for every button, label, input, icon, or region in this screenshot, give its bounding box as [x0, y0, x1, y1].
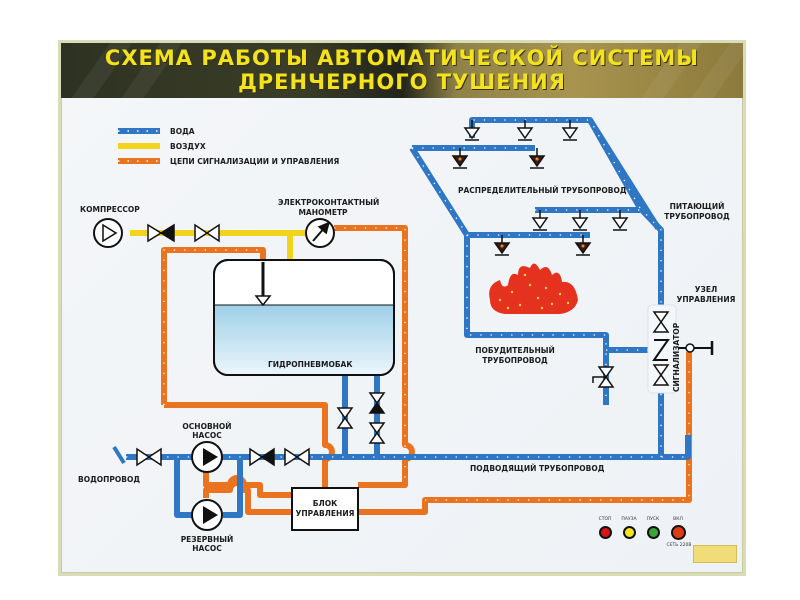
- feed-pipe-label-2: ТРУБОПРОВОД: [664, 212, 730, 221]
- signal-line-left: [164, 402, 335, 496]
- sprinklers-open: [463, 120, 629, 231]
- deluge-valve-icon[interactable]: [652, 339, 670, 361]
- sprinkler-closed-icon: [493, 235, 511, 256]
- sprinklers-closed: [451, 148, 592, 256]
- main-pump-icon[interactable]: [191, 441, 223, 473]
- tank-valve-1-icon[interactable]: [336, 407, 354, 429]
- pump-outlet-valve-icon[interactable]: [284, 447, 310, 467]
- control-block-label-2: УПРАВЛЕНИЯ: [295, 509, 355, 518]
- title-line-1: СХЕМА РАБОТЫ АВТОМАТИЧЕСКОЙ СИСТЕМЫ: [104, 46, 700, 70]
- level-sensor-float-icon: [254, 295, 272, 307]
- reserve-pump-label-2: НАСОС: [192, 544, 222, 553]
- reserve-pump-outlet: [223, 457, 243, 518]
- indicator-stop[interactable]: [599, 526, 612, 539]
- mains-label: СЕТЬ 220В: [666, 543, 692, 548]
- control-unit-label-1: УЗЕЛ: [694, 285, 718, 294]
- sprinkler-icon: [611, 210, 629, 231]
- sprinkler-icon: [516, 120, 534, 141]
- air-check-valve-icon[interactable]: [147, 223, 175, 243]
- air-valve-icon[interactable]: [194, 223, 220, 243]
- fire-icon: [489, 263, 578, 314]
- manometer-label-1: ЭЛЕКТРОКОНТАКТНЫЙ: [278, 198, 380, 207]
- legend-air-label: ВОЗДУХ: [170, 142, 206, 151]
- control-unit-valve-top-icon[interactable]: [652, 311, 670, 333]
- sprinkler-closed-icon: [574, 235, 592, 256]
- reserve-pump-label-1: РЕЗЕРВНЫЙ: [180, 535, 234, 544]
- indicator-stop-label: СТОП: [598, 517, 612, 522]
- control-block-label-1: БЛОК: [312, 499, 338, 508]
- feed-pipe-label-1: ПИТАЮЩИЙ: [669, 202, 725, 211]
- title-line-2: ДРЕНЧЕРНОГО ТУШЕНИЯ: [238, 70, 566, 94]
- supply-valve-icon[interactable]: [136, 447, 162, 467]
- signaller-label: СИГНАЛИЗАТОР: [672, 322, 681, 392]
- distribution-pipe-label: РАСПРЕДЕЛИТЕЛЬНЫЙ ТРУБОПРОВОД: [458, 186, 627, 195]
- control-block[interactable]: [291, 487, 359, 531]
- trigger-pipe: [464, 235, 609, 405]
- control-unit-label-2: УПРАВЛЕНИЯ: [676, 295, 736, 304]
- tank-check-valve-icon[interactable]: [368, 392, 386, 414]
- supply-pipe-label: ПОДВОДЯЩИЙ ТРУБОПРОВОД: [470, 464, 605, 473]
- reserve-pump-inlet: [174, 457, 197, 518]
- water-supply-stub: [112, 445, 126, 465]
- trigger-pipe-label-2: ТРУБОПРОВОД: [482, 356, 548, 365]
- legend-signal-label: ЦЕПИ СИГНАЛИЗАЦИИ И УПРАВЛЕНИЯ: [170, 157, 340, 166]
- indicator-start-label: ПУСК: [646, 517, 660, 522]
- indicator-pause[interactable]: [623, 526, 636, 539]
- reserve-pump-icon[interactable]: [191, 499, 223, 531]
- sprinkler-closed-icon: [528, 148, 546, 169]
- signal-dots: [163, 227, 690, 501]
- manometer-label-2: МАНОМЕТР: [298, 208, 348, 217]
- sprinkler-icon: [463, 120, 481, 141]
- sprinkler-icon: [531, 210, 549, 231]
- tank-valve-2-icon[interactable]: [368, 422, 386, 444]
- trigger-pipe-label-1: ПОБУДИТЕЛЬНЫЙ: [475, 346, 555, 355]
- indicator-power[interactable]: [671, 525, 686, 540]
- tank-hydropneumatic: [213, 259, 395, 376]
- indicator-pause-label: ПАУЗА: [621, 517, 637, 522]
- signaller-icon[interactable]: [678, 341, 714, 355]
- sprinkler-icon: [561, 120, 579, 141]
- pump-check-valve-icon[interactable]: [249, 447, 275, 467]
- title-banner: СХЕМА РАБОТЫ АВТОМАТИЧЕСКОЙ СИСТЕМЫ ДРЕН…: [61, 43, 743, 98]
- manufacturer-plate: [693, 545, 737, 563]
- sprinkler-icon: [571, 210, 589, 231]
- main-pump-label-2: НАСОС: [192, 431, 222, 440]
- compressor-icon[interactable]: [93, 218, 123, 248]
- trigger-valve-icon[interactable]: [592, 366, 615, 388]
- indicator-start[interactable]: [647, 526, 660, 539]
- legend-water-label: ВОДА: [170, 127, 195, 136]
- control-unit-valve-bottom-icon[interactable]: [652, 364, 670, 386]
- main-pump-label-1: ОСНОВНОЙ: [182, 422, 232, 431]
- compressor-label: КОМПРЕССОР: [80, 205, 140, 214]
- legend-swatches: [118, 128, 160, 164]
- sprinkler-closed-icon: [451, 148, 469, 169]
- water-supply-label: ВОДОПРОВОД: [78, 475, 141, 484]
- indicator-power-label: ВКЛ: [673, 517, 683, 522]
- manometer-icon[interactable]: [305, 218, 335, 248]
- tank-label: ГИДРОПНЕВМОБАК: [268, 360, 353, 369]
- supply-pipe: [126, 435, 691, 460]
